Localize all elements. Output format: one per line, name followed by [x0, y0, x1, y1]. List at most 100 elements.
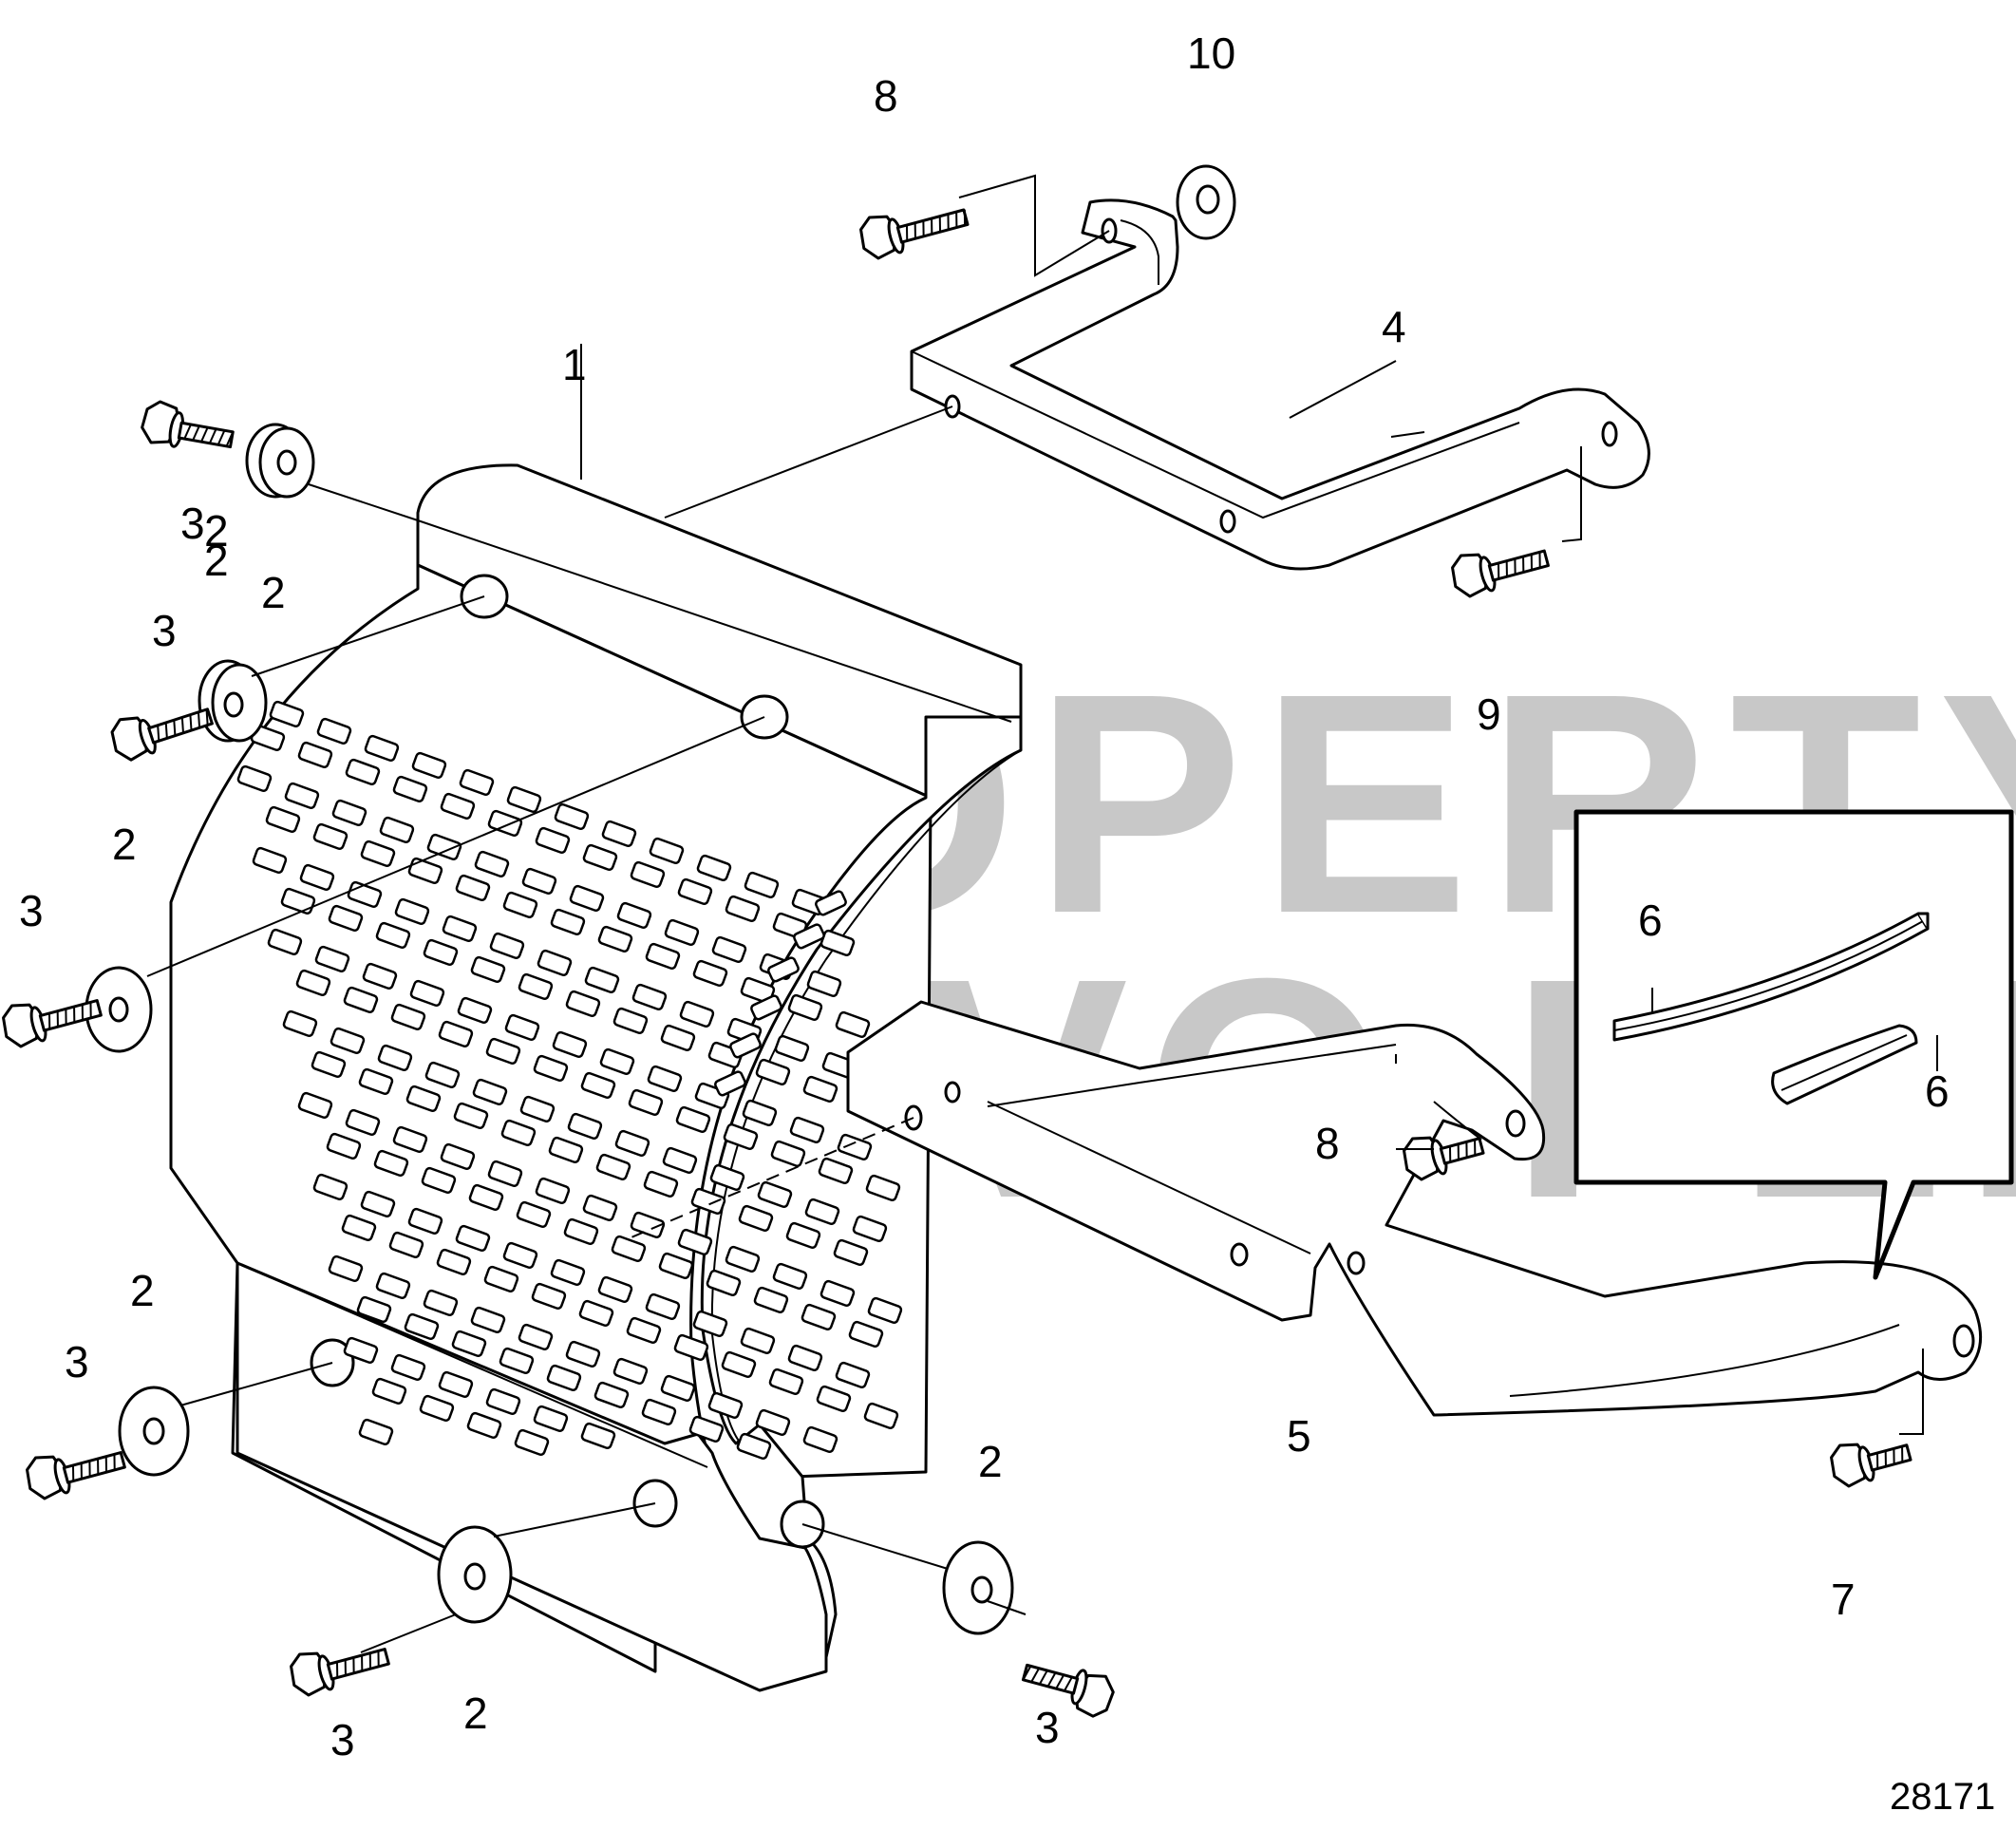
perforation-slot [584, 966, 620, 993]
perforation-slot [518, 1323, 554, 1350]
callout-9: 9 [1477, 689, 1501, 739]
perforation-slot [677, 1228, 713, 1255]
figure-number: 28171 [1890, 1776, 1995, 1818]
perforation-slot [582, 1194, 618, 1221]
perforation-slot [706, 1269, 742, 1296]
bolts [2, 208, 1912, 1718]
perforation-slot [373, 1149, 409, 1177]
bolt-part-3 [290, 1648, 390, 1697]
callout-3: 3 [1035, 1703, 1060, 1752]
perforation-slot [793, 923, 825, 950]
detail-inset [1573, 809, 2014, 1280]
bolt-part-3 [2, 999, 103, 1048]
perforation-slot [453, 1102, 489, 1129]
perforation-slot [423, 1289, 459, 1316]
perforation-slot [738, 1204, 774, 1232]
callout-8: 8 [874, 71, 898, 121]
perforation-slot [740, 1327, 776, 1354]
perforation-slot [506, 785, 542, 813]
perforation-slot [714, 1070, 746, 1097]
perforation-slot [736, 1432, 772, 1460]
callout-10: 10 [1187, 28, 1235, 78]
perforation-slot [597, 925, 633, 953]
perforation-slot [236, 764, 273, 792]
perforation-slot [502, 1241, 538, 1269]
callout-2: 2 [204, 506, 229, 556]
perforation-slot [364, 734, 400, 762]
perforation-slot [750, 994, 782, 1021]
perforation-slot [379, 816, 415, 843]
perforation-slot [630, 1211, 666, 1238]
perforation-slot [521, 867, 557, 895]
perforation-slot [673, 1333, 709, 1361]
perforation-slot [548, 1136, 584, 1163]
perforation-slot [390, 1353, 426, 1381]
perforation-slot [312, 822, 349, 850]
perforation-slot [299, 863, 335, 891]
callout-3: 3 [330, 1715, 355, 1764]
perforation-slot [311, 1050, 347, 1078]
perforation-slot [421, 1166, 457, 1194]
perforation-slot [616, 901, 652, 929]
perforation-slot [358, 1418, 394, 1445]
perforation-slot [269, 700, 305, 727]
washer-2 [198, 659, 268, 743]
perforation-slot [552, 1030, 588, 1058]
perforation-slot [419, 1394, 455, 1422]
perforation-slot [580, 1422, 616, 1449]
perforation-slot [404, 1312, 440, 1340]
perforation-slot [692, 1310, 728, 1337]
perforation-slot [388, 1231, 424, 1258]
perforation-slot [537, 949, 573, 976]
perforation-slot [390, 1003, 426, 1030]
perforation-slot [474, 850, 510, 877]
callout-2: 2 [204, 536, 229, 585]
perforation-slot [787, 1344, 823, 1371]
perforation-slot [597, 1275, 633, 1303]
perforation-slot [533, 1405, 569, 1432]
perforation-slot [407, 1207, 443, 1235]
perforation-slot [297, 1091, 333, 1119]
perforation-slot [533, 1054, 569, 1082]
perforation-slot [643, 1170, 679, 1198]
perforation-slot [343, 986, 379, 1013]
callout-5: 5 [1287, 1411, 1311, 1461]
callout-8: 8 [1315, 1119, 1340, 1168]
perforation-slot [316, 717, 352, 745]
callout-3: 3 [180, 499, 205, 548]
bolt-part-3 [26, 1451, 126, 1500]
bolt-part-7 [1830, 1443, 1912, 1488]
perforation-slot [787, 993, 823, 1021]
bolt-part-8 [859, 208, 970, 260]
perforation-slot [362, 962, 398, 990]
perforation-slot [485, 1037, 521, 1065]
perforation-slot [818, 1157, 854, 1184]
perforation-slot [297, 741, 333, 768]
bolt-part-3 [141, 400, 235, 449]
perforation-slot [519, 1095, 556, 1123]
perforation-slot [593, 1381, 630, 1408]
perforation-slot [660, 1024, 696, 1051]
perforation-slot [489, 932, 525, 959]
perforation-slot [442, 915, 478, 942]
perforation-slot [535, 826, 571, 854]
perforation-slot [314, 945, 350, 972]
perforation-slot [725, 895, 761, 922]
perforation-slot [816, 1385, 852, 1412]
perforation-slot [711, 935, 747, 963]
perforation-slot [789, 1116, 825, 1143]
perforation-slot [360, 840, 396, 867]
perforation-slot [660, 1374, 696, 1402]
perforation-slot [806, 970, 842, 997]
callout-7: 7 [1831, 1575, 1856, 1624]
callout-3: 3 [65, 1337, 89, 1387]
perforation-slot [567, 1112, 603, 1140]
perforation-slot [614, 1129, 650, 1157]
perforation-slot [485, 1387, 521, 1415]
perforation-slot [863, 1402, 899, 1429]
perforation-slot [677, 877, 713, 905]
callout-2: 2 [261, 568, 286, 617]
perforation-slot [755, 1058, 791, 1085]
